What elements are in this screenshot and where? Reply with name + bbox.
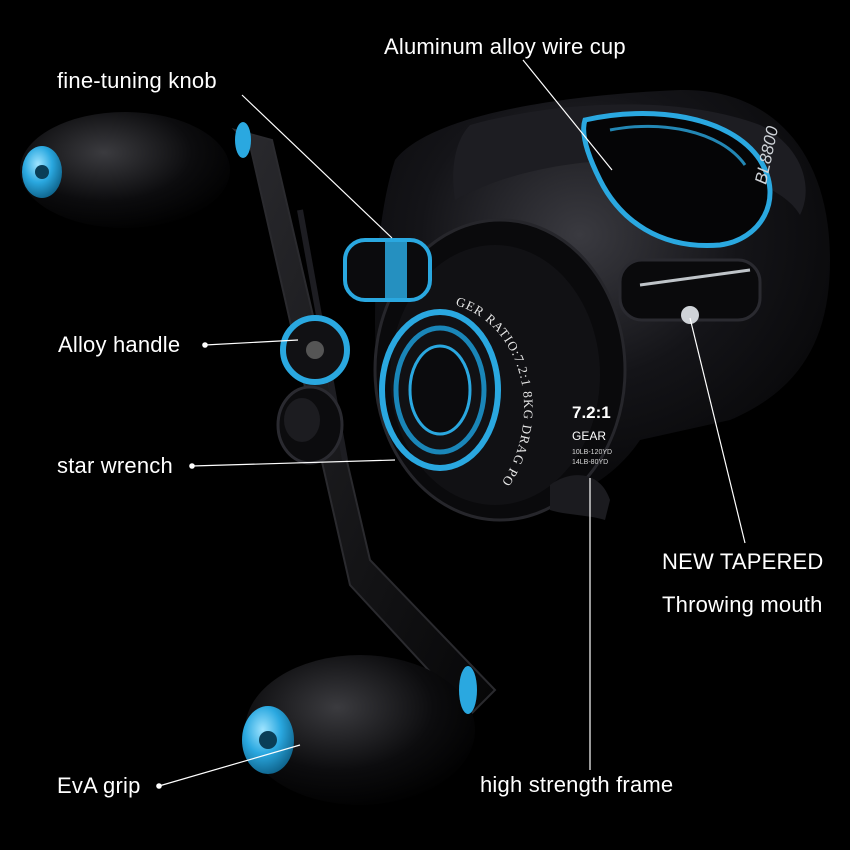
label-fine-tuning-knob: fine-tuning knob [57, 68, 217, 93]
label-wire-cup: Aluminum alloy wire cup [384, 34, 626, 59]
label-eva-grip: EvA grip [57, 773, 141, 798]
gear-badge-word: GEAR [572, 429, 606, 443]
star-wrench [276, 385, 344, 465]
eva-grip-knob [242, 655, 477, 805]
label-throwing-mouth: Throwing mouth [662, 592, 823, 617]
gear-badge-ratio: 7.2:1 [572, 403, 611, 422]
fine-tuning-knob [343, 238, 432, 302]
label-alloy-handle: Alloy handle [58, 332, 181, 357]
label-high-strength-frame: high strength frame [480, 772, 674, 797]
gear-badge-line1: 10LB-120YD [572, 449, 612, 456]
gear-badge: 7.2:1 GEAR 10LB-120YD 14LB-80YD [572, 403, 612, 466]
upper-grip-knob [20, 112, 251, 228]
gear-badge-line2: 14LB-80YD [572, 459, 608, 466]
label-star-wrench: star wrench [57, 453, 173, 478]
label-new-tapered: NEW TAPERED [662, 549, 824, 574]
